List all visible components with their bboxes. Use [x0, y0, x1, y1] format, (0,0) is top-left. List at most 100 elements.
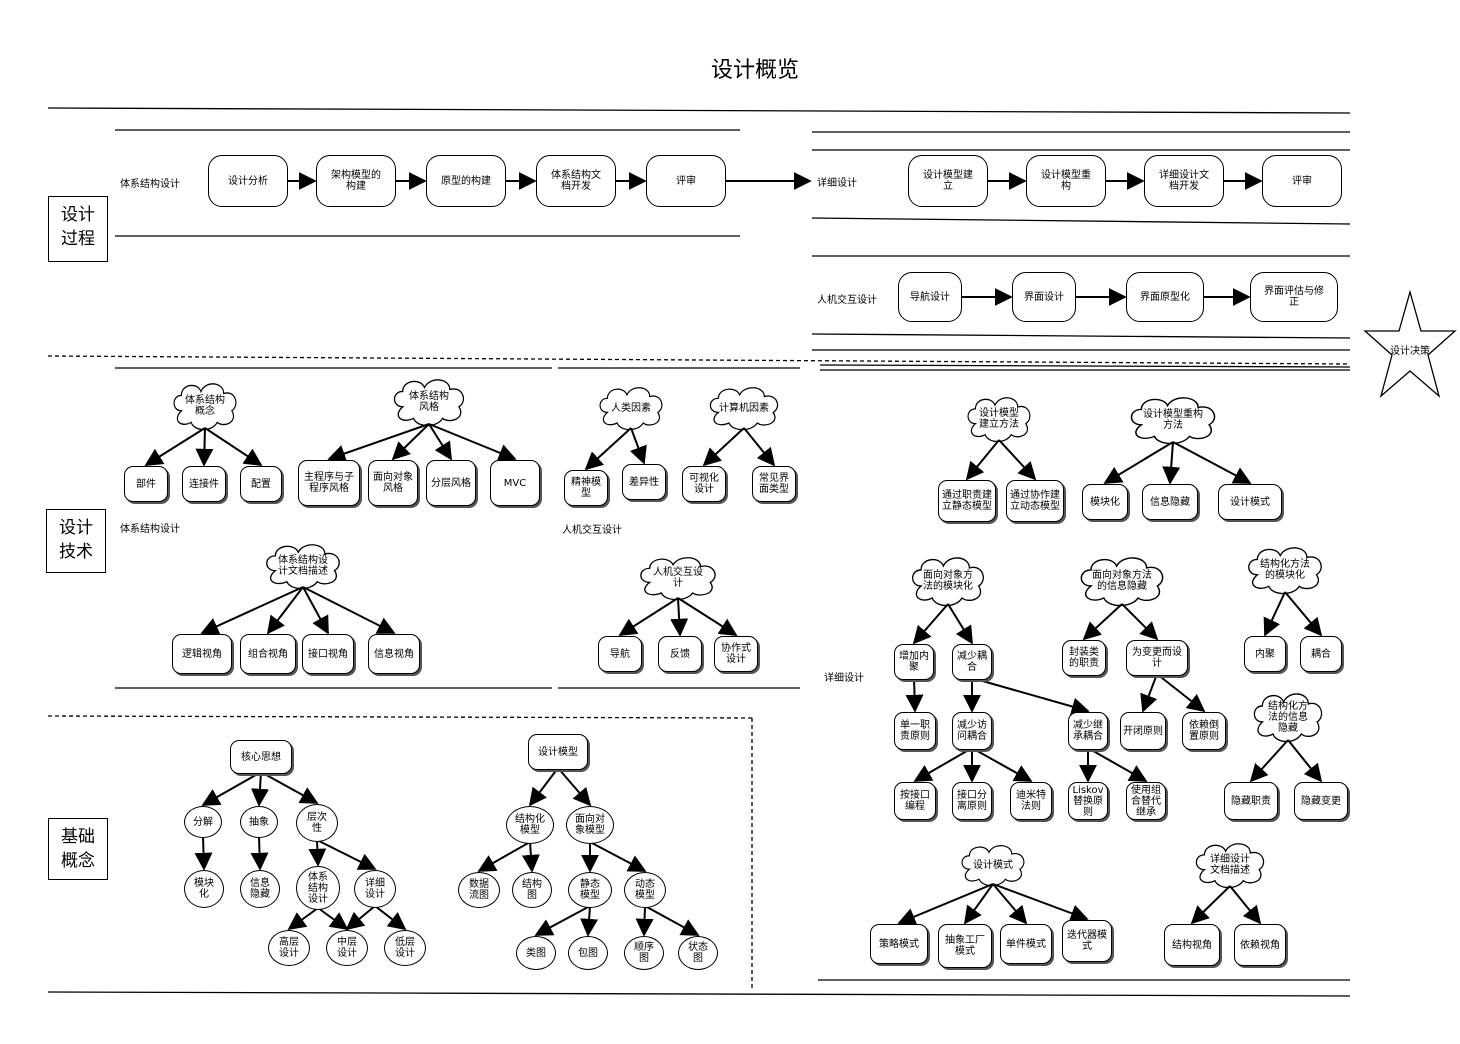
node-p-dm-build: 设计模型建 立	[908, 155, 988, 207]
node-p-dm-refactor: 设计模型重 构	[1026, 155, 1106, 207]
tree-arrow	[965, 439, 1000, 481]
node-t-dm-method: 设计模型 建立方法	[979, 408, 1019, 430]
tree-arrow	[1082, 603, 1123, 641]
tree-arrow	[302, 586, 396, 634]
node-t-coupling-down: 减少耦 合	[952, 644, 992, 680]
divider-line	[47, 991, 1351, 997]
section-rules	[47, 107, 1351, 997]
tree-arrow	[266, 586, 304, 635]
node-t-navi: 导航	[598, 636, 642, 672]
tree-arrow	[1287, 739, 1323, 783]
node-b-static-model: 静态 模型	[568, 872, 612, 908]
divider-line	[819, 364, 1351, 368]
tree-arrow	[1162, 441, 1181, 485]
tree-arrow	[971, 677, 1090, 716]
node-t-config: 配置	[240, 466, 282, 502]
label-detailed-design: 详细设计	[817, 178, 857, 189]
tree-arrow	[428, 423, 452, 461]
tree-arrow	[992, 883, 1028, 925]
tree-arrow	[1140, 673, 1158, 713]
tree-arrow	[971, 747, 1033, 782]
node-t-arch-style: 体系结构 风格	[409, 391, 449, 413]
node-b-abstract: 抽象	[240, 806, 278, 838]
tree-arrow	[913, 747, 973, 782]
node-b-detail: 详细 设计	[354, 870, 396, 908]
node-p-analysis: 设计分析	[208, 155, 288, 207]
node-b-arch-design: 体系 结构 设计	[296, 866, 340, 910]
node-b-core: 核心思想	[230, 740, 292, 774]
diagram-edges	[144, 172, 1323, 937]
tree-arrow	[250, 771, 269, 807]
tree-arrow	[947, 603, 973, 645]
star-label: 设计决策	[1390, 346, 1430, 357]
tree-arrow	[1190, 885, 1231, 925]
tree-arrow	[250, 835, 269, 871]
tree-arrow	[201, 771, 262, 806]
node-t-common-ui: 常见界 面类型	[752, 466, 796, 502]
tree-arrow	[200, 586, 304, 635]
node-t-mvc: MVC	[490, 460, 540, 506]
node-t-comp-view: 组合视角	[240, 634, 296, 674]
tree-arrow	[317, 907, 349, 931]
tree-arrow	[998, 439, 1037, 481]
node-t-demeter: 迪米特 法则	[1010, 782, 1052, 820]
node-t-isp: 接口分 离原则	[952, 782, 992, 820]
node-b-class-diag: 类图	[516, 936, 556, 970]
node-t-coop: 协作式 设计	[714, 636, 758, 672]
tree-arrow	[644, 905, 700, 936]
node-t-dip: 依赖倒 置原则	[1182, 712, 1226, 750]
tree-arrow	[345, 905, 376, 931]
star-icon	[1363, 289, 1457, 398]
node-t-encap: 封装类 的职责	[1062, 640, 1106, 676]
node-t-arch-concept: 体系结构 概念	[185, 395, 225, 417]
node-t-program-iface: 按接口 编程	[894, 782, 936, 820]
node-t-connector: 连接件	[182, 466, 226, 502]
node-t-liskov: Liskov 替换原 则	[1068, 782, 1108, 820]
tree-arrow	[195, 427, 214, 467]
tree-arrow	[589, 841, 647, 872]
node-b-high: 高层 设计	[268, 930, 310, 966]
tree-arrow	[194, 835, 213, 871]
node-b-seq-diag: 顺序 图	[624, 936, 664, 970]
node-t-struct-view: 结构视角	[1164, 924, 1220, 966]
node-p-ui-proto: 界面原型化	[1126, 272, 1204, 322]
node-t-hide-change: 隐藏变更	[1294, 782, 1348, 820]
tree-arrow	[316, 839, 377, 870]
label-tech-hci: 人机交互设计	[562, 525, 622, 536]
node-t-iface-view: 接口视角	[302, 634, 354, 674]
tree-arrow	[992, 883, 1089, 922]
node-t-cohesion-up: 增加内 聚	[894, 644, 934, 680]
node-p-detail-doc: 详细设计文 档开发	[1144, 155, 1224, 207]
section-label-technique: 设计 技术	[46, 509, 106, 573]
tree-arrow	[1172, 441, 1252, 484]
node-t-dp: 设计模式	[1218, 484, 1282, 520]
node-b-low: 低层 设计	[384, 930, 426, 966]
node-b-decompose: 分解	[184, 806, 222, 838]
node-t-info-hide: 信息隐藏	[1142, 484, 1198, 520]
node-t-struct-hide: 结构化方 法的信息 隐藏	[1268, 700, 1308, 734]
tree-arrow	[1103, 441, 1174, 484]
tree-arrow	[477, 841, 531, 872]
node-p-prototype: 原型的构建	[426, 155, 506, 207]
tree-arrow	[897, 883, 994, 926]
label-tech-arch: 体系结构设计	[120, 524, 180, 535]
node-t-cohesion: 内聚	[1244, 636, 1286, 672]
node-b-package-diag: 包图	[568, 936, 608, 970]
node-t-srp: 单一职 责原则	[894, 712, 936, 750]
tree-arrow	[391, 423, 430, 461]
node-t-oo-mod: 面向对象方 法的模块化	[923, 570, 973, 592]
label-tech-detail: 详细设计	[824, 673, 864, 684]
node-b-struct-chart: 结构 图	[512, 872, 552, 908]
node-t-computer: 计算机因素	[719, 402, 769, 414]
node-t-main-sub: 主程序与子 程序风格	[298, 460, 360, 506]
node-t-logic-view: 逻辑视角	[172, 634, 232, 674]
node-t-design-pattern: 设计模式	[973, 859, 1013, 871]
node-t-part: 部件	[124, 466, 168, 502]
tree-arrow	[1121, 603, 1159, 641]
node-t-feedback: 反馈	[658, 636, 702, 672]
node-t-inherit-coupling: 减少继 承耦合	[1068, 712, 1108, 750]
tree-arrow	[144, 427, 206, 466]
node-t-visual: 可视化 设计	[682, 466, 726, 502]
node-p-review2: 评审	[1262, 155, 1342, 207]
node-t-diff: 差异性	[622, 464, 666, 500]
